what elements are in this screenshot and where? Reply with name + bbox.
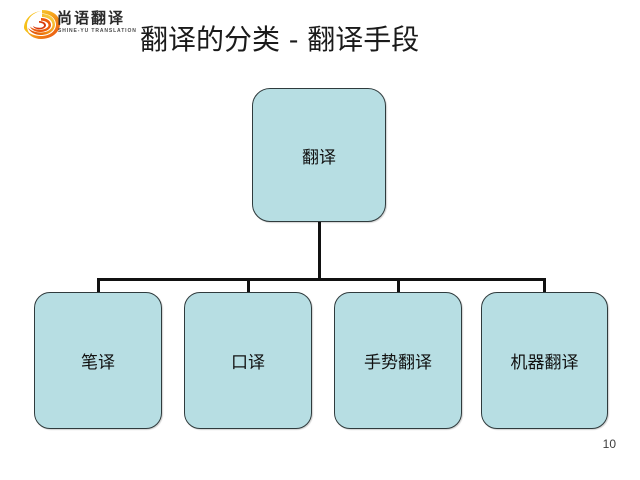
connector-drop-0	[97, 278, 100, 294]
tree-node-leaf-kou-yi: 口译	[184, 292, 312, 429]
tree-node-root: 翻译	[252, 88, 386, 222]
tree-node-leaf-shou-shi-fan-yi: 手势翻译	[334, 292, 462, 429]
tree-node-leaf-bi-yi: 笔译	[34, 292, 162, 429]
brand-logo: 尚语翻译 SHINE-YU TRANSLATION	[22, 6, 152, 44]
connector-drop-3	[543, 278, 546, 294]
connector-horizontal-bus	[97, 278, 545, 281]
logo-chinese-name: 尚语翻译	[57, 9, 126, 27]
tree-node-leaf-ji-qi-fan-yi: 机器翻译	[481, 292, 608, 429]
page-number: 10	[602, 437, 616, 451]
page-title: 翻译的分类 - 翻译手段	[140, 23, 420, 56]
shineyu-swirl-logo-icon	[22, 8, 62, 42]
logo-wordmark: 尚语翻译 SHINE-YU TRANSLATION	[57, 9, 153, 41]
connector-drop-1	[247, 278, 250, 294]
connector-root-trunk	[318, 222, 321, 280]
logo-english-name: SHINE-YU TRANSLATION	[58, 28, 137, 34]
connector-drop-2	[397, 278, 400, 294]
